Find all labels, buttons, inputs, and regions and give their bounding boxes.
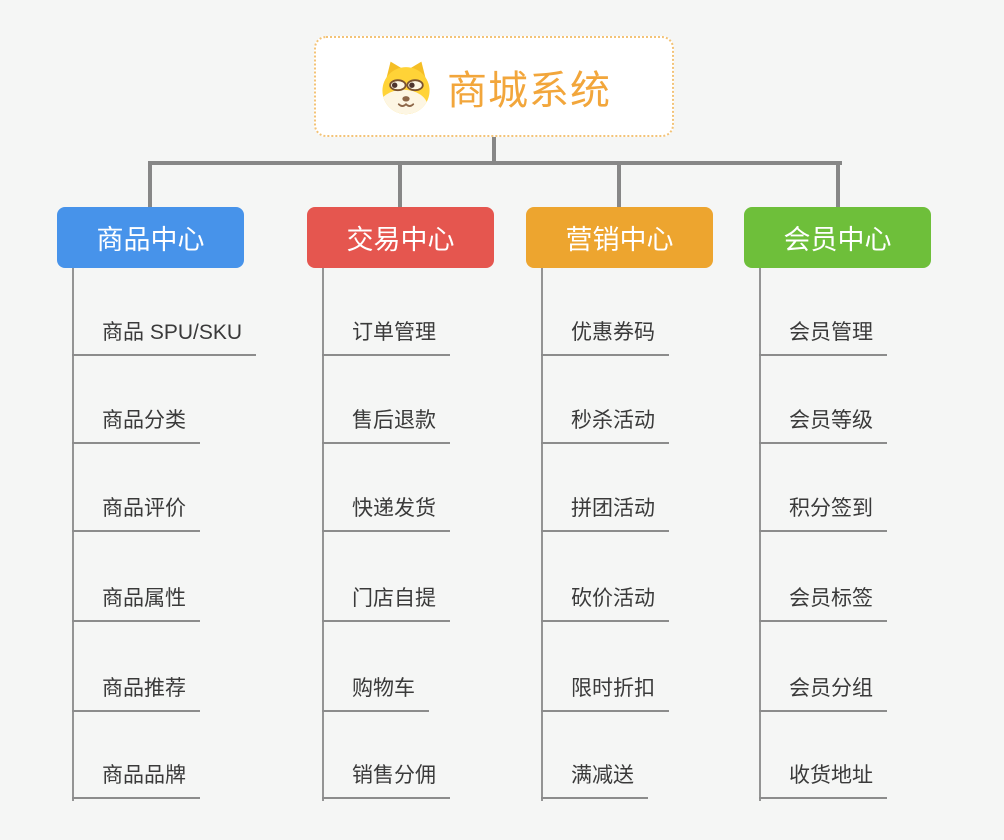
leaf-node[interactable]: 销售分佣 xyxy=(322,761,450,799)
leaf-node[interactable]: 会员管理 xyxy=(759,318,887,356)
leaf-node[interactable]: 快递发货 xyxy=(322,494,450,532)
branch-node-marketing-center[interactable]: 营销中心 xyxy=(526,207,713,268)
leaf-node[interactable]: 会员等级 xyxy=(759,406,887,444)
leaf-node[interactable]: 优惠券码 xyxy=(541,318,669,356)
leaf-node[interactable]: 秒杀活动 xyxy=(541,406,669,444)
branch-spine xyxy=(72,268,74,801)
leaf-node[interactable]: 门店自提 xyxy=(322,584,450,622)
connector-root-dropper xyxy=(492,137,496,163)
branch-node-trade-center[interactable]: 交易中心 xyxy=(307,207,494,268)
connector-dropper-branch-2 xyxy=(398,163,402,208)
root-title: 商城系统 xyxy=(447,68,611,113)
leaf-node[interactable]: 拼团活动 xyxy=(541,494,669,532)
branch-spine xyxy=(759,268,761,801)
leaf-node[interactable]: 商品推荐 xyxy=(72,674,200,712)
leaf-node[interactable]: 收货地址 xyxy=(759,761,887,799)
leaf-node[interactable]: 限时折扣 xyxy=(541,674,669,712)
dog-mascot-icon xyxy=(382,61,430,114)
leaf-node[interactable]: 商品属性 xyxy=(72,584,200,622)
leaf-node[interactable]: 售后退款 xyxy=(322,406,450,444)
leaf-node[interactable]: 积分签到 xyxy=(759,494,887,532)
branch-node-member-center[interactable]: 会员中心 xyxy=(744,207,931,268)
leaf-node[interactable]: 商品 SPU/SKU xyxy=(72,318,257,356)
branch-node-product-center[interactable]: 商品中心 xyxy=(57,207,244,268)
branch-spine xyxy=(322,268,324,801)
root-node-mall-system[interactable]: 商城系统 xyxy=(314,36,674,137)
leaf-node[interactable]: 商品评价 xyxy=(72,494,200,532)
leaf-node[interactable]: 满减送 xyxy=(541,761,648,799)
branch-spine xyxy=(541,268,543,801)
connector-dropper-branch-3 xyxy=(617,163,621,208)
connector-bus xyxy=(148,161,842,165)
connector-dropper-branch-4 xyxy=(836,163,840,208)
leaf-node[interactable]: 购物车 xyxy=(322,674,429,712)
connector-dropper-branch-1 xyxy=(148,163,152,208)
leaf-node[interactable]: 订单管理 xyxy=(322,318,450,356)
leaf-node[interactable]: 商品分类 xyxy=(72,406,200,444)
leaf-node[interactable]: 会员标签 xyxy=(759,584,887,622)
leaf-node[interactable]: 会员分组 xyxy=(759,674,887,712)
leaf-node[interactable]: 商品品牌 xyxy=(72,761,200,799)
leaf-node[interactable]: 砍价活动 xyxy=(541,584,669,622)
